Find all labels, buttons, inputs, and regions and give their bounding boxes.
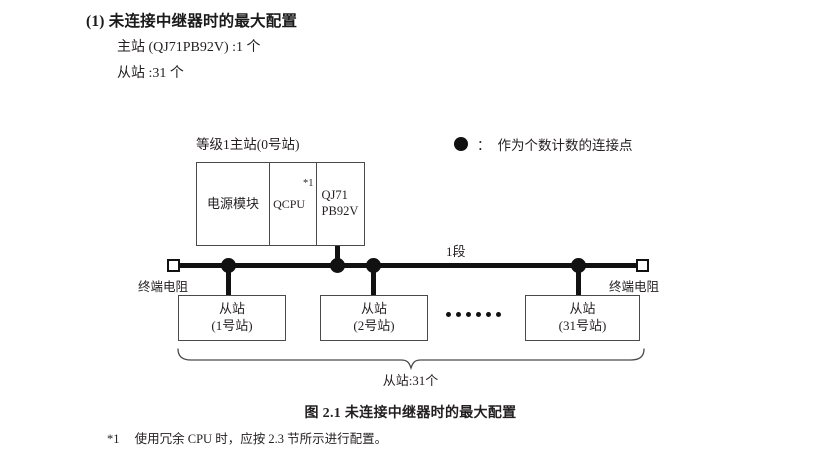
slave-1-drop-line: [226, 264, 231, 296]
power-module-cell: 电源模块: [197, 163, 271, 245]
slave-count-brace-icon: [177, 348, 645, 370]
slave-2-drop-line: [371, 264, 376, 296]
filled-circle-icon: [454, 137, 468, 151]
ellipsis-dot: [476, 312, 481, 317]
ellipsis-dot: [486, 312, 491, 317]
slave-1-station: (1号站): [211, 318, 253, 333]
terminal-resistor-right-label: 终端电阻: [609, 280, 660, 294]
slave-station-box-2: 从站 (2号站): [320, 295, 428, 341]
terminal-resistor-left-label: 终端电阻: [138, 280, 189, 294]
ellipsis-dot: [446, 312, 451, 317]
master-station-label: 等级1主站(0号站): [196, 137, 300, 152]
legend: ： 作为个数计数的连接点: [454, 134, 633, 154]
slave-1-title: 从站: [218, 301, 245, 317]
figure-caption: 图 2.1 未连接中继器时的最大配置: [304, 406, 517, 421]
network-module-label: QJ71 PB92V: [322, 188, 359, 219]
legend-colon: ：: [477, 138, 491, 153]
power-module-label: 电源模块: [207, 195, 260, 211]
slave-2-title: 从站: [360, 301, 387, 317]
slave-station-box-1: 从站 (1号站): [178, 295, 286, 341]
master-drop-line: [335, 246, 340, 268]
network-module-line1: QJ71: [321, 188, 348, 203]
network-module-cell: QJ71 PB92V: [317, 163, 364, 245]
terminal-resistor-right: [636, 259, 649, 272]
ellipsis-dot: [496, 312, 501, 317]
ellipsis-dot: [456, 312, 461, 317]
slave-count-label: 从站:31个: [382, 373, 439, 388]
slave-31-title: 从站: [569, 301, 596, 317]
terminal-resistor-left: [167, 259, 180, 272]
qcpu-label: QCPU: [273, 196, 306, 211]
spec-slave-station: 从站 :31 个: [117, 66, 184, 81]
ellipsis-dots: [446, 312, 501, 317]
qcpu-cell: QCPU *1: [270, 163, 317, 245]
bus-line: [179, 263, 639, 268]
slave-31-station: (31号站): [558, 318, 607, 333]
connection-node-master: [330, 258, 345, 273]
page-heading: (1) 未连接中继器时的最大配置: [86, 13, 298, 30]
footnote: *1 使用冗余 CPU 时，应按 2.3 节所示进行配置。: [107, 428, 387, 447]
segment-label: 1段: [446, 244, 466, 259]
footnote-text: 使用冗余 CPU 时，应按 2.3 节所示进行配置。: [134, 432, 388, 446]
spec-master-station: 主站 (QJ71PB92V) :1 个: [117, 40, 261, 55]
slave-2-station: (2号站): [353, 318, 395, 333]
network-module-line2: PB92V: [321, 204, 359, 218]
legend-text: 作为个数计数的连接点: [497, 138, 633, 153]
slave-station-box-31: 从站 (31号站): [525, 295, 640, 341]
ellipsis-dot: [466, 312, 471, 317]
footnote-mark: *1: [107, 432, 120, 446]
qcpu-footnote-mark: *1: [303, 178, 314, 189]
slave-31-drop-line: [576, 264, 581, 296]
master-station-module: 电源模块 QCPU *1 QJ71 PB92V: [196, 162, 365, 246]
